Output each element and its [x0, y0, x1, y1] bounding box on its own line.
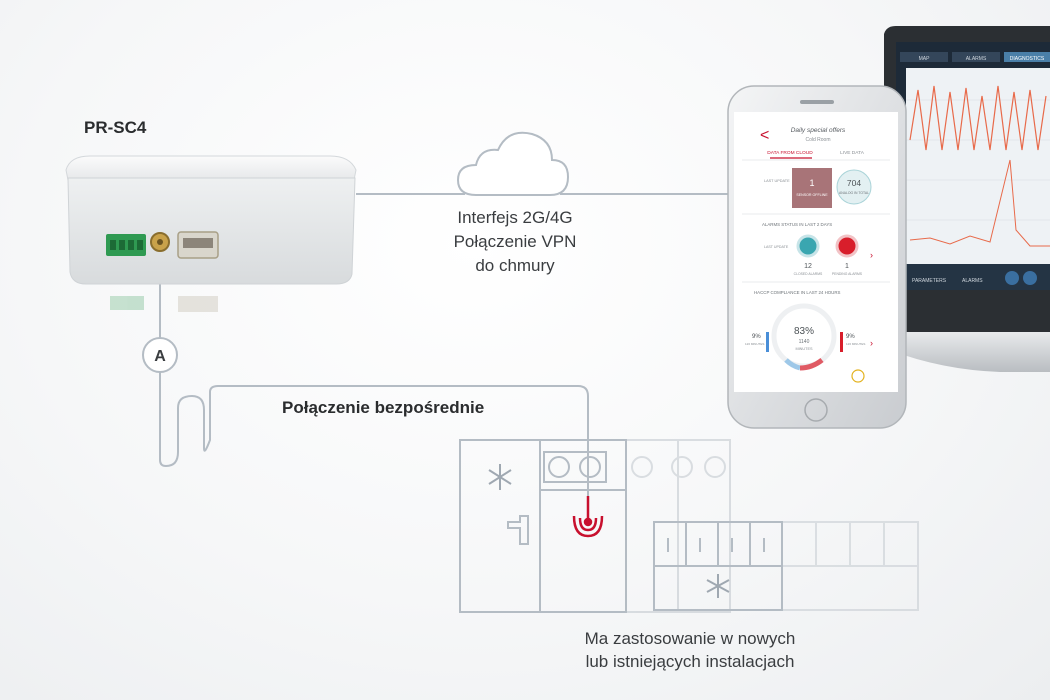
- analog-total-value: 704: [847, 178, 861, 188]
- haccp-left-percent: 9%: [752, 334, 761, 340]
- closed-alarms-count: 12: [804, 263, 812, 270]
- sensor-offline-value: 1: [809, 178, 814, 188]
- device-title: PR-SC4: [84, 118, 147, 137]
- laptop-tab-map[interactable]: MAP: [919, 56, 931, 62]
- laptop-chart-area: [906, 68, 1050, 264]
- laptop-footer-parameters[interactable]: PARAMETERS: [912, 278, 947, 284]
- antenna-badge: [142, 337, 178, 373]
- haccp-left-minutes: 126 MINUTES: [745, 342, 764, 346]
- tab-data-from-cloud[interactable]: DATA FROM CLOUD: [767, 150, 813, 156]
- haccp-minutes-label: MINUTES: [795, 347, 813, 351]
- sensor-icon: [572, 496, 604, 538]
- haccp-gauge-high: [799, 358, 824, 371]
- closed-alarms-label: CLOSED ALARMS: [794, 272, 823, 276]
- laptop-chart-series-2: [909, 159, 1050, 247]
- knob-2: [579, 456, 601, 478]
- haccp-right-minutes: 126 MINUTES: [846, 342, 865, 346]
- laptop-action-2: [1023, 271, 1037, 285]
- door-handle: [507, 515, 529, 545]
- laptop-footer-alarms[interactable]: ALARMS: [962, 278, 983, 284]
- haccp-minutes: 1140: [799, 339, 810, 345]
- pending-alarms-label: PENDING ALARMS: [832, 272, 863, 276]
- cloud-connection-label: Interfejs 2G/4G Połączenie VPN do chmury: [440, 206, 590, 278]
- knob-1: [548, 456, 570, 478]
- smartphone: < Daily special offers Cold Room DATA FR…: [727, 85, 907, 429]
- pending-alarms-icon: [835, 234, 859, 258]
- knob-panel: [543, 451, 607, 483]
- haccp-percent: 83%: [794, 326, 814, 337]
- cloud-connection-line-3: do chmury: [475, 256, 555, 275]
- pending-alarms-count: 1: [845, 263, 849, 270]
- haccp-right-percent: 9%: [846, 334, 855, 340]
- tab-live-data[interactable]: LIVE DATA: [840, 150, 865, 156]
- haccp-left-bar: [766, 332, 769, 352]
- laptop-chart-series-1: [909, 85, 1047, 151]
- sensor-offline-card: [792, 168, 832, 208]
- cloud-icon: [456, 131, 570, 196]
- app-back-icon[interactable]: <: [760, 127, 769, 144]
- alarms-chevron-icon[interactable]: ›: [870, 250, 873, 260]
- analog-total-circle: [836, 169, 872, 205]
- cloud-connection-line-2: Połączenie VPN: [453, 232, 577, 251]
- laptop-action-1: [1005, 271, 1019, 285]
- snowflake-icon-room: [488, 464, 512, 490]
- alarms-last-update: LAST UPDATE: [764, 245, 789, 249]
- phone-home-button: [804, 398, 828, 422]
- app-subtitle: Cold Room: [805, 137, 830, 143]
- haccp-right-bar: [840, 332, 843, 352]
- pr-sc4-device: [65, 155, 357, 312]
- device-top: [65, 155, 357, 181]
- haccp-header: HACCP COMPLIANCE IN LAST 24 HOURS: [754, 290, 841, 295]
- device-front: [67, 177, 356, 285]
- smiley-icon: [851, 369, 865, 383]
- alarms-status-header: ALARMS STATUS IN LAST 2 DAYS: [762, 222, 832, 227]
- application-caption: Ma zastosowanie w nowych lub istniejącyc…: [540, 627, 840, 673]
- closed-alarms-icon: [796, 234, 820, 258]
- snowflake-icon-case: [706, 574, 730, 598]
- direct-cable: [159, 372, 589, 500]
- laptop: MAP ALARMS DIAGNOSTICS PARAMETERS ALARMS: [877, 26, 1050, 372]
- haccp-chevron-icon[interactable]: ›: [870, 338, 873, 348]
- app-title: Daily special offers: [791, 127, 846, 134]
- laptop-tab-alarms[interactable]: ALARMS: [966, 56, 987, 62]
- antenna-letter: A: [154, 348, 166, 365]
- green-terminal: [106, 234, 146, 256]
- application-line-1: Ma zastosowanie w nowych: [584, 629, 796, 648]
- refrigeration-installation: [459, 439, 919, 613]
- laptop-tab-diagnostics[interactable]: DIAGNOSTICS: [1010, 56, 1045, 62]
- analog-total-caption: ANALOG IN TOTAL: [839, 191, 869, 195]
- haccp-gauge-low: [784, 358, 801, 371]
- last-update-label: LAST UPDATE: [764, 179, 790, 183]
- application-line-2: lub istniejących instalacjach: [585, 652, 795, 671]
- laptop-base: [877, 332, 1050, 372]
- cold-room-wall: [459, 439, 627, 613]
- cloud-connection-line-1: Interfejs 2G/4G: [457, 208, 573, 227]
- sensor-offline-caption: SENSOR OFFLINE: [796, 193, 828, 197]
- direct-connection-label: Połączenie bezpośrednie: [282, 398, 485, 417]
